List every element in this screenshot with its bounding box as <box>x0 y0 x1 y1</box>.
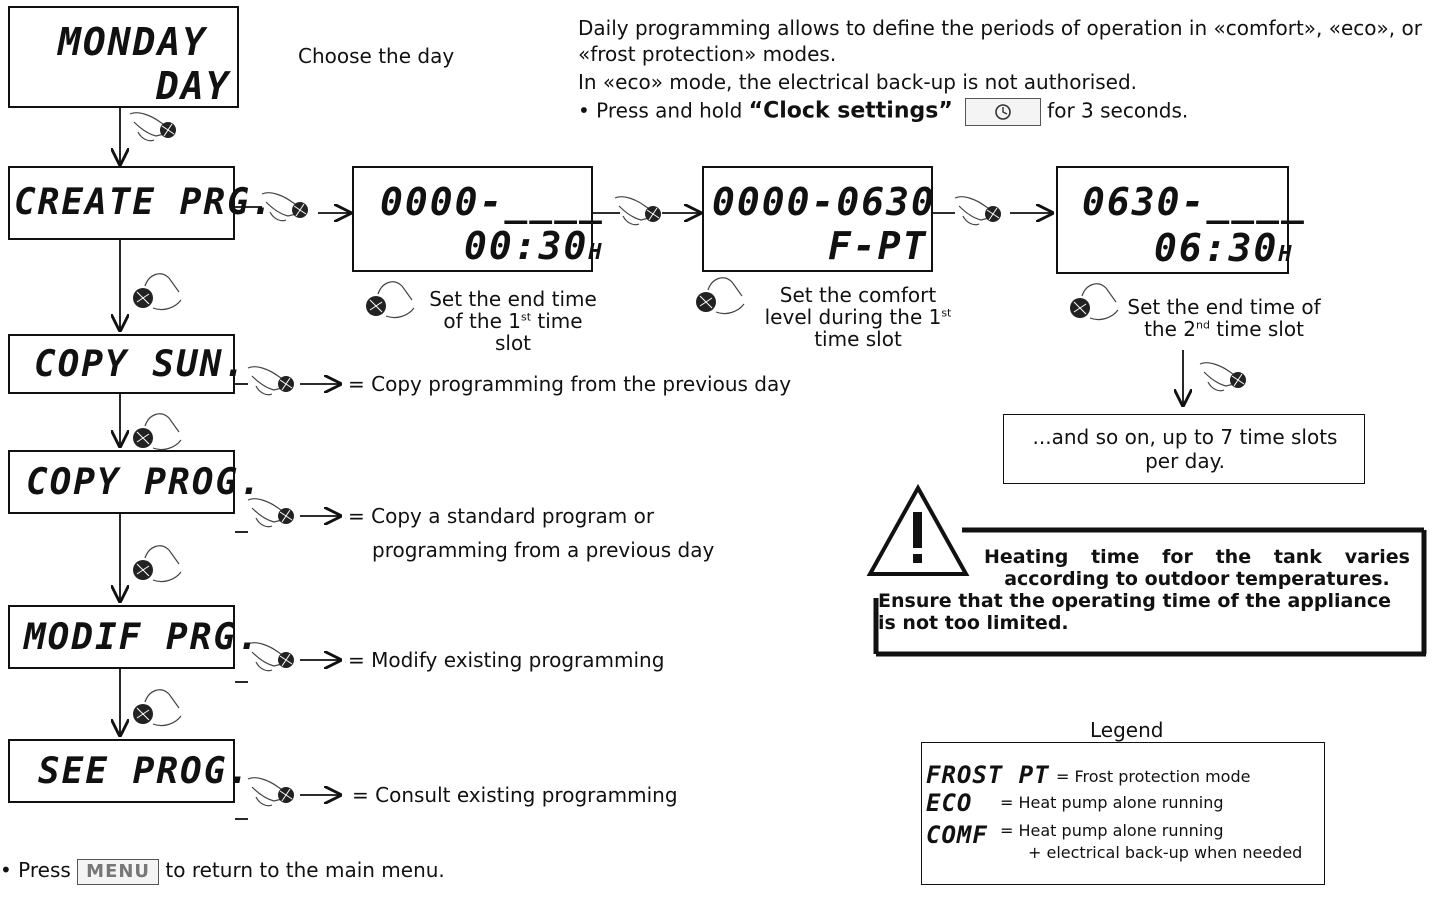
step2-top: 0000-0630 <box>712 180 936 224</box>
footer-line: • Press MENU to return to the main menu. <box>0 858 445 885</box>
step1-caption: Set the end time of the 1st time slot <box>429 287 597 355</box>
copy-sun-label: COPY SUN. <box>34 344 248 385</box>
clock-icon <box>995 104 1011 120</box>
lcd-step3: 0630-____ 06:30H <box>1056 166 1304 274</box>
legend-eco-code: ECO <box>926 789 973 817</box>
warning-text: Heating time for the tank varies accordi… <box>878 546 1410 634</box>
and-so-on-box: ...and so on, up to 7 time slots per day… <box>1003 414 1365 484</box>
day-line1: MONDAY <box>58 20 208 64</box>
desc-copy-prog-1: = Copy a standard program or <box>348 504 655 528</box>
legend-eco-desc: = Heat pump alone running <box>1000 793 1224 812</box>
legend-frost-code: FROST PT <box>926 761 1050 789</box>
clock-settings-button[interactable] <box>965 98 1042 126</box>
copy-prog-label: COPY PROG. <box>26 462 263 503</box>
warning-line3: Ensure that the operating time of the ap… <box>878 590 1391 612</box>
step3-caption: Set the end time of the 2nd time slot <box>1127 295 1321 341</box>
lcd-step2: 0000-0630 F-PT <box>702 166 936 272</box>
legend-comf-code: COMF <box>926 821 988 849</box>
footer-press: • Press <box>0 858 71 882</box>
warning-line4: is not too limited. <box>878 612 1069 634</box>
legend-comf-desc-1: = Heat pump alone running <box>1000 821 1224 840</box>
legend-frost-desc: = Frost protection mode <box>1056 767 1251 786</box>
lcd-day: MONDAY DAY <box>8 6 239 108</box>
lcd-create: CREATE PRG. <box>8 166 272 240</box>
intro-line3: In «eco» mode, the electrical back-up is… <box>578 70 1138 94</box>
lcd-copy-sun: COPY SUN. <box>8 334 245 394</box>
create-label: CREATE PRG. <box>14 182 275 223</box>
lcd-step1: 0000-____ 00:30H <box>352 166 602 272</box>
day-line2: DAY <box>156 64 231 108</box>
step3-bottom: 06:30H <box>1154 226 1294 270</box>
lcd-modif: MODIF PRG. <box>8 605 259 669</box>
intro-line2: «frost protection» modes. <box>578 42 837 66</box>
menu-key[interactable]: MENU <box>77 858 160 885</box>
warning-triangle-icon <box>866 483 970 576</box>
press-suffix: for 3 seconds. <box>1047 98 1189 123</box>
footer-rest: to return to the main menu. <box>165 858 445 882</box>
see-label: SEE PROG. <box>38 751 252 792</box>
and-so-on-text: ...and so on, up to 7 time slots per day… <box>1032 425 1338 473</box>
legend-box: FROST PT = Frost protection mode ECO = H… <box>921 742 1325 885</box>
warning-frame <box>873 527 1427 657</box>
clock-settings-label: “Clock settings” <box>748 98 953 124</box>
legend-comf-desc-2: + electrical back-up when needed <box>1028 843 1303 862</box>
desc-see: = Consult existing programming <box>352 783 678 807</box>
press-prefix: • Press and hold <box>578 98 749 123</box>
desc-copy-sun: = Copy programming from the previous day <box>348 372 792 396</box>
intro-press-line: • Press and hold “Clock settings” for 3 … <box>578 98 1188 126</box>
vertical-arrows <box>120 108 1183 735</box>
horizontal-arrows <box>235 207 1052 820</box>
desc-modif: = Modify existing programming <box>348 648 665 672</box>
step3-top: 0630-____ <box>1082 180 1306 224</box>
modif-label: MODIF PRG. <box>24 617 261 658</box>
step2-bottom: F-PT <box>828 224 928 268</box>
warning-line1: Heating time for the tank varies <box>984 546 1410 568</box>
step1-bottom: 00:30H <box>464 224 604 268</box>
intro-line1: Daily programming allows to define the p… <box>578 16 1422 40</box>
lcd-copy-prog: COPY PROG. <box>8 450 261 514</box>
legend-title: Legend <box>1090 718 1164 742</box>
desc-copy-prog-2: programming from a previous day <box>372 538 715 562</box>
lcd-see: SEE PROG. <box>8 739 249 803</box>
step1-top: 0000-____ <box>380 180 604 224</box>
step2-caption: Set the comfort level during the 1st tim… <box>764 283 952 351</box>
warning-line2: according to outdoor temperatures. <box>1004 568 1390 590</box>
choose-day-label: Choose the day <box>298 44 455 68</box>
